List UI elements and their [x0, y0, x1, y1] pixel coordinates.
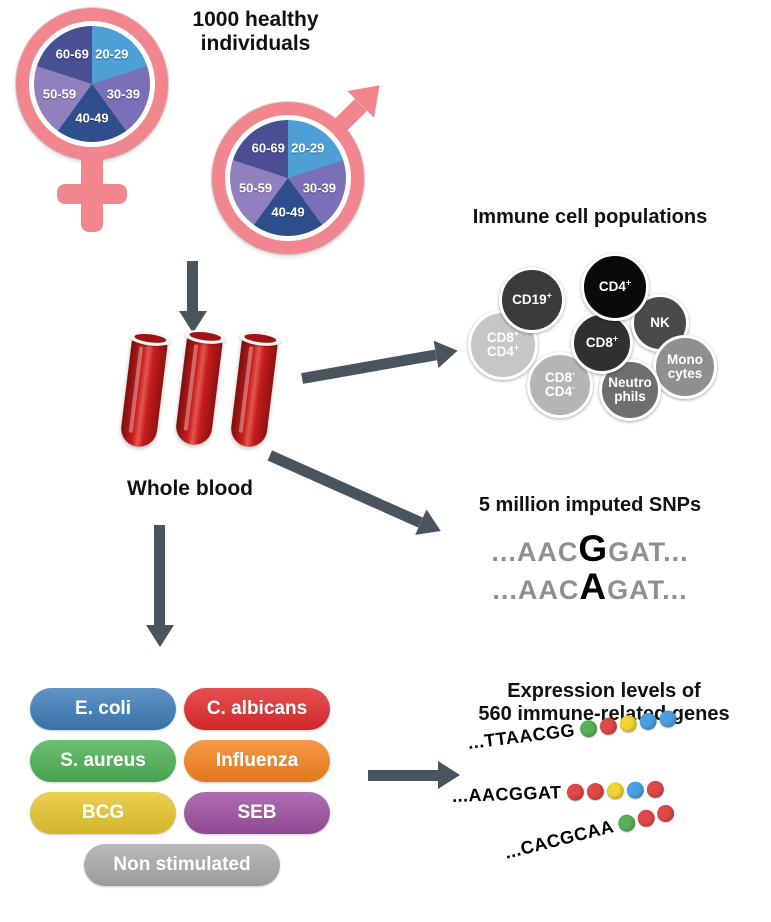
blue-bead-icon [626, 781, 644, 799]
blood-surface [243, 332, 277, 345]
stimulus-pill-ecoli: E. coli [30, 688, 176, 730]
immune-cell-cluster: CD8+ CD4+ CD19+ NK Mono cytes CD8- CD4- … [460, 240, 760, 435]
gene-sequence-text: ...CACGCAA [502, 816, 616, 863]
female-symbol: 20-29 30-39 40-49 50-59 60-69 [16, 8, 168, 160]
whole-blood-label: Whole blood [127, 477, 253, 500]
age-label-40-49: 40-49 [75, 110, 109, 126]
stimulus-pill-calbicans: C. albicans [184, 688, 330, 730]
immune-cells-title: Immune cell populations [472, 206, 708, 228]
age-label-30-39: 30-39 [302, 180, 336, 196]
blood-tube [119, 329, 172, 449]
blood-tube [174, 327, 227, 447]
blood-surface [133, 332, 167, 345]
red-bead-icon [598, 716, 618, 736]
arrow-stimuli-to-expression-icon [368, 761, 460, 789]
green-bead-icon [578, 719, 598, 739]
blue-bead-icon [638, 711, 658, 731]
gene-bead-strip [566, 780, 664, 801]
cell-circle-cd8neg-cd4neg: CD8- CD4- [527, 352, 593, 418]
gene-sequence-3: ...CACGCAA [502, 801, 676, 863]
age-label-50-59: 50-59 [238, 180, 273, 196]
age-label-60-69: 60-69 [55, 46, 89, 62]
figure-title-line1: 1000 healthy [192, 8, 319, 31]
gene-sequence-text: ...AACGGAT [451, 782, 562, 806]
gene-bead-strip [616, 803, 676, 834]
figure-title: 1000 healthy individuals [163, 8, 348, 56]
cell-circle-cd8: CD8+ [571, 312, 633, 374]
age-label-20-29: 20-29 [95, 46, 129, 62]
yellow-bead-icon [606, 782, 624, 800]
snp-variant-allele: G [578, 528, 609, 569]
snp-suffix: GAT... [607, 575, 688, 605]
gene-sequence-2: ...AACGGAT [452, 779, 664, 807]
age-label-60-69: 60-69 [251, 140, 285, 156]
cell-circle-monocytes: Mono cytes [653, 335, 717, 399]
age-label-50-59: 50-59 [42, 86, 77, 102]
arrow-blood-to-snps-icon [264, 442, 446, 544]
snp-sequence-2: ...AACAGAT... [440, 568, 740, 605]
arrow-blood-to-cells-icon [300, 337, 460, 392]
male-age-pie: 20-29 30-39 40-49 50-59 60-69 [227, 117, 349, 239]
blood-tube-body [174, 334, 224, 447]
stimulus-pill-seb: SEB [184, 792, 330, 834]
expression-title-line1: Expression levels of [507, 680, 701, 702]
cell-circle-cd19: CD19+ [499, 267, 565, 333]
stimulus-pill-bcg: BCG [30, 792, 176, 834]
down-arrow-to-blood-icon [179, 261, 207, 333]
age-label-40-49: 40-49 [271, 204, 305, 220]
snp-prefix: ...AAC [492, 575, 580, 605]
blood-tube [229, 329, 282, 449]
female-symbol-cross-horizontal [57, 184, 127, 204]
snp-suffix: GAT... [608, 537, 689, 567]
stimulus-pill-nonstimulated: Non stimulated [84, 844, 280, 886]
red-bead-icon [646, 780, 664, 799]
blood-tube-body [119, 336, 169, 449]
blood-surface [188, 330, 222, 343]
snp-variant-allele: A [579, 566, 608, 607]
figure-title-line2: individuals [200, 32, 311, 56]
red-bead-icon [635, 807, 657, 829]
age-label-20-29: 20-29 [291, 140, 325, 156]
snp-sequence-1: ...AACGGAT... [440, 530, 740, 567]
blood-tube-body [229, 336, 279, 449]
stimulus-pill-saureus: S. aureus [30, 740, 176, 782]
red-bead-icon [586, 782, 604, 801]
cell-circle-cd4: CD4+ [581, 253, 649, 321]
down-arrow-to-stimuli-icon [146, 525, 174, 647]
age-label-30-39: 30-39 [106, 86, 140, 102]
green-bead-icon [616, 812, 638, 834]
stimulus-pill-influenza: Influenza [184, 740, 330, 782]
yellow-bead-icon [618, 714, 638, 734]
snp-prefix: ...AAC [491, 537, 579, 567]
snps-title: 5 million imputed SNPs [478, 494, 702, 516]
red-bead-icon [566, 783, 584, 801]
red-bead-icon [655, 803, 676, 824]
female-age-pie: 20-29 30-39 40-49 50-59 60-69 [31, 23, 153, 145]
blue-bead-icon [658, 709, 678, 729]
